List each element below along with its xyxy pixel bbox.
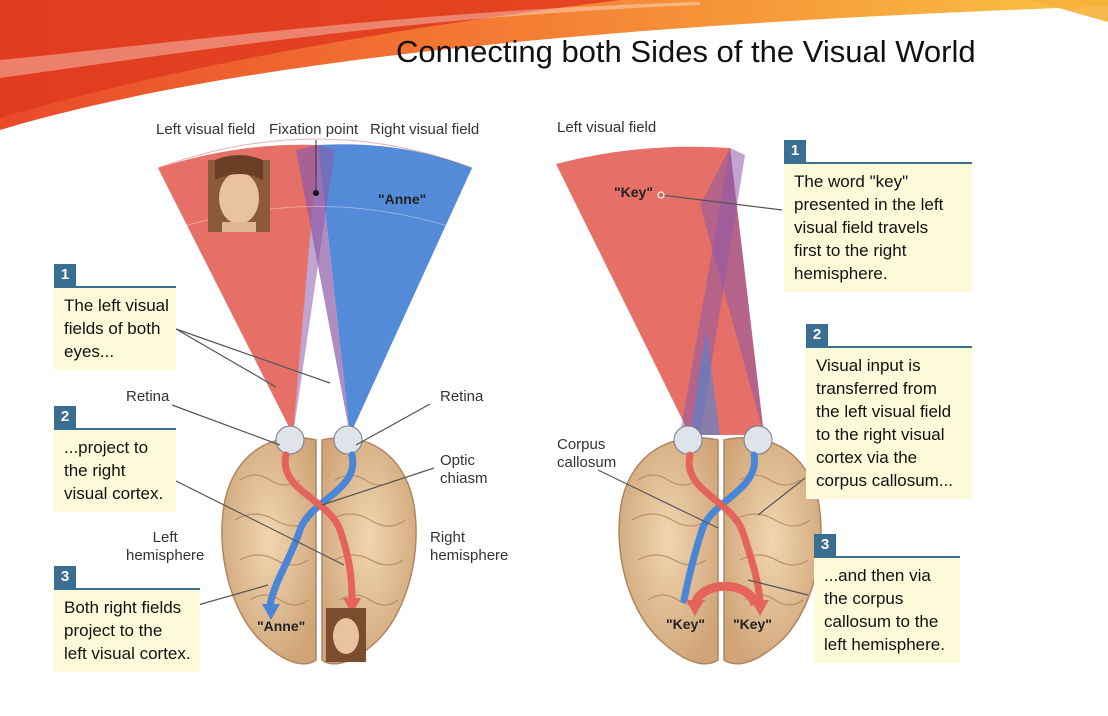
right-visual-field-label: Right visual field bbox=[370, 121, 480, 138]
key-right-label: "Key" bbox=[733, 616, 772, 632]
right-brain bbox=[618, 425, 822, 665]
callout-number: 1 bbox=[54, 264, 76, 286]
left-brain bbox=[221, 425, 417, 665]
key-field-label: "Key" bbox=[614, 184, 653, 200]
fixation-point-marker bbox=[313, 140, 319, 196]
callout-text: The word "key" presented in the left vis… bbox=[784, 162, 972, 292]
callout-number: 2 bbox=[806, 324, 828, 346]
optic-chiasm-label: Optic chiasm bbox=[440, 452, 488, 487]
anne-field-label: "Anne" bbox=[378, 191, 426, 207]
callout-number: 2 bbox=[54, 406, 76, 428]
callout-text: ...project to the right visual cortex. bbox=[54, 428, 176, 512]
callout-text: Visual input is transferred from the lef… bbox=[806, 346, 972, 499]
callout-text: ...and then via the corpus callosum to t… bbox=[814, 556, 960, 663]
right-visual-field-fan bbox=[556, 146, 764, 435]
key-left-label: "Key" bbox=[666, 616, 705, 632]
callout-number: 1 bbox=[784, 140, 806, 162]
left-leader-lines bbox=[171, 328, 435, 606]
right-hemisphere-label: Right hemisphere bbox=[430, 529, 509, 564]
left-visual-field-label: Left visual field bbox=[156, 121, 256, 138]
face-image-field bbox=[208, 155, 270, 232]
left-hemisphere-label: Left hemisphere bbox=[126, 529, 205, 564]
left-visual-field-fan bbox=[157, 138, 473, 436]
callout-number: 3 bbox=[54, 566, 76, 588]
slide-title: Connecting both Sides of the Visual Worl… bbox=[396, 34, 976, 69]
callout-text: The left visual fields of both eyes... bbox=[54, 286, 176, 370]
retina-left-label: Retina bbox=[126, 388, 170, 405]
right-leader-lines bbox=[597, 191, 809, 596]
face-image-cortex bbox=[326, 608, 366, 662]
retina-right-label: Retina bbox=[440, 388, 484, 405]
top-banner-decoration bbox=[0, 0, 1108, 130]
callout-number: 3 bbox=[814, 534, 836, 556]
right-panel-left-visual-field-label: Left visual field bbox=[557, 119, 657, 136]
corpus-callosum-label: Corpus callosum bbox=[557, 436, 617, 471]
anne-cortex-label: "Anne" bbox=[257, 618, 305, 634]
callout-text: Both right fields project to the left vi… bbox=[54, 588, 200, 672]
fixation-point-label: Fixation point bbox=[269, 121, 359, 138]
